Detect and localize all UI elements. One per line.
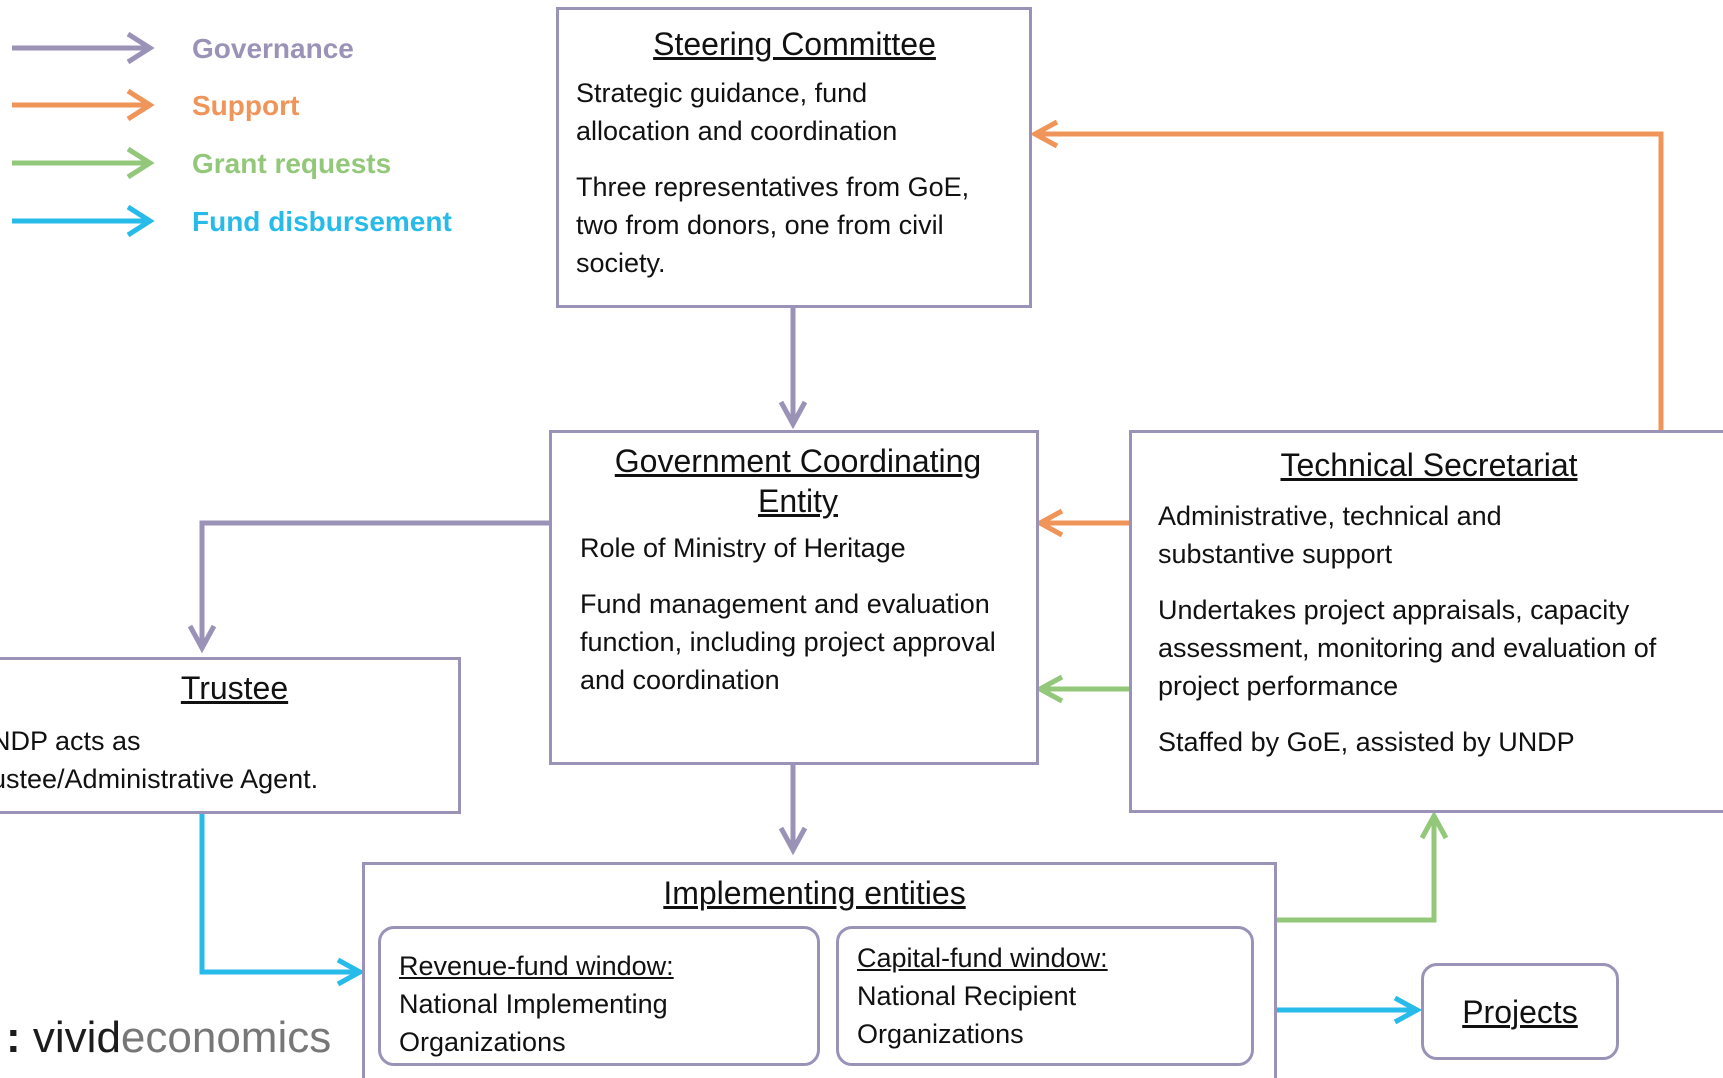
trustee-line-2: ustee/Administrative Agent. <box>0 764 319 794</box>
legend-label-fund-disbursement: Fund disbursement <box>192 206 452 237</box>
revenue-fund-window-box: Revenue-fund window: National Implementi… <box>378 926 820 1066</box>
implementing-entities-title: Implementing entities <box>663 875 966 911</box>
gce-box: Government Coordinating Entity Role of M… <box>549 430 1039 765</box>
gce-function: Fund management and evaluation function,… <box>580 589 996 695</box>
legend-arrow-governance <box>12 31 155 65</box>
technical-secretariat-support: Administrative, technical and substantiv… <box>1158 501 1502 569</box>
technical-secretariat-staffing: Staffed by GoE, assisted by UNDP <box>1158 727 1575 757</box>
technical-secretariat-appraisals: Undertakes project appraisals, capacity … <box>1158 595 1657 701</box>
arrow-secretariat-to-gce-support <box>1034 508 1129 538</box>
steering-committee-box: Steering Committee Strategic guidance, f… <box>556 7 1032 308</box>
arrow-gce-to-implementing <box>778 765 808 856</box>
legend-arrow-support <box>12 88 155 122</box>
arrow-implementing-to-projects <box>1275 995 1423 1025</box>
arrow-secretariat-to-steering <box>1029 119 1664 430</box>
technical-secretariat-title: Technical Secretariat <box>1280 447 1578 483</box>
trustee-line-1: NDP acts as <box>0 726 141 756</box>
gce-role: Role of Ministry of Heritage <box>580 533 906 563</box>
legend-arrow-grant-requests <box>12 146 155 180</box>
projects-title: Projects <box>1462 993 1578 1030</box>
logo-prefix: : <box>6 1013 21 1062</box>
legend-label-governance: Governance <box>192 33 354 64</box>
steering-committee-title: Steering Committee <box>653 26 936 62</box>
vivid-economics-logo: : vivideconomics <box>6 1010 331 1066</box>
revenue-fund-window-title: Revenue-fund window: <box>399 951 674 981</box>
arrow-steering-to-gce <box>778 307 808 430</box>
gce-title: Government Coordinating Entity <box>614 443 982 519</box>
projects-box: Projects <box>1421 963 1619 1060</box>
trustee-box: Trustee NDP acts as ustee/Administrative… <box>0 657 461 814</box>
arrow-trustee-to-implementing <box>199 813 366 987</box>
capital-fund-window-text: National Recipient Organizations <box>857 981 1077 1049</box>
arrow-secretariat-to-gce-grant <box>1034 674 1129 704</box>
logo-vivid: vivid <box>32 1013 121 1062</box>
revenue-fund-window-text: National Implementing Organizations <box>399 989 668 1057</box>
legend-label-grant-requests: Grant requests <box>192 148 392 179</box>
steering-committee-representatives: Three representatives from GoE, two from… <box>576 172 970 278</box>
technical-secretariat-box: Technical Secretariat Administrative, te… <box>1129 430 1723 813</box>
logo-economics: economics <box>120 1013 332 1062</box>
capital-fund-window-title: Capital-fund window: <box>857 943 1108 973</box>
capital-fund-window-box: Capital-fund window: National Recipient … <box>836 926 1254 1066</box>
arrow-implementing-to-secretariat <box>1275 810 1449 923</box>
legend-label-support: Support <box>192 90 300 121</box>
legend-arrow-fund-disbursement <box>12 204 155 238</box>
arrow-gce-to-trustee <box>187 520 549 654</box>
steering-committee-guidance: Strategic guidance, fund allocation and … <box>576 78 898 146</box>
trustee-title: Trustee <box>180 670 289 706</box>
